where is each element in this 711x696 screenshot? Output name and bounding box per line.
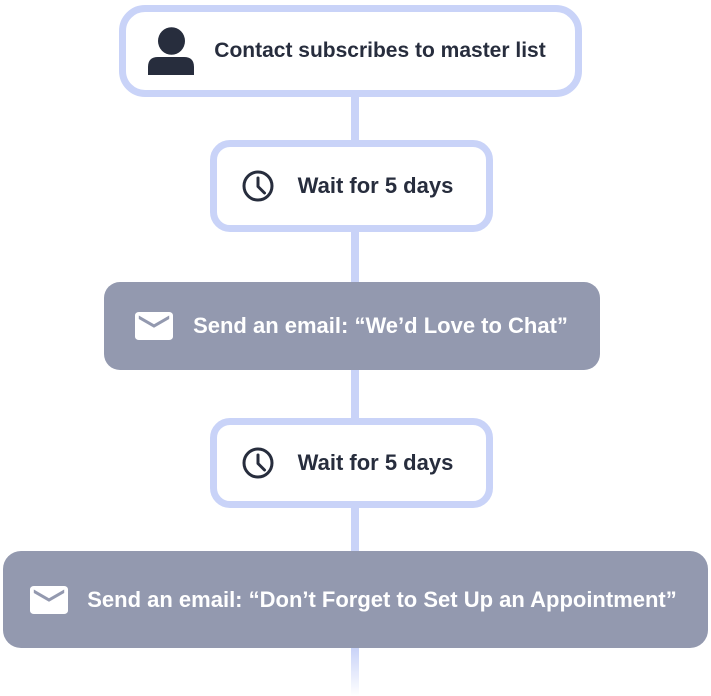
envelope-icon bbox=[135, 312, 173, 340]
contact-icon bbox=[147, 27, 195, 75]
flow-node-email-1[interactable]: Send an email: “We’d Love to Chat” bbox=[104, 282, 600, 370]
flow-node-label: Wait for 5 days bbox=[297, 450, 454, 475]
flow-node-label: Send an email: “We’d Love to Chat” bbox=[193, 313, 568, 338]
flow-node-label: Wait for 5 days bbox=[297, 173, 454, 198]
clock-icon bbox=[241, 169, 275, 203]
flow-node-label: Contact subscribes to master list bbox=[214, 39, 546, 62]
flow-node-email-2[interactable]: Send an email: “Don’t Forget to Set Up a… bbox=[3, 551, 708, 648]
flow-connector-line bbox=[351, 97, 359, 648]
clock-icon bbox=[241, 446, 275, 480]
flow-node-wait-1[interactable]: Wait for 5 days bbox=[210, 140, 493, 232]
envelope-icon bbox=[30, 585, 68, 614]
flow-connector-line-fade bbox=[351, 648, 359, 696]
flow-node-trigger[interactable]: Contact subscribes to master list bbox=[119, 5, 582, 97]
flow-node-label: Send an email: “Don’t Forget to Set Up a… bbox=[87, 586, 677, 612]
flow-node-wait-2[interactable]: Wait for 5 days bbox=[210, 418, 493, 508]
